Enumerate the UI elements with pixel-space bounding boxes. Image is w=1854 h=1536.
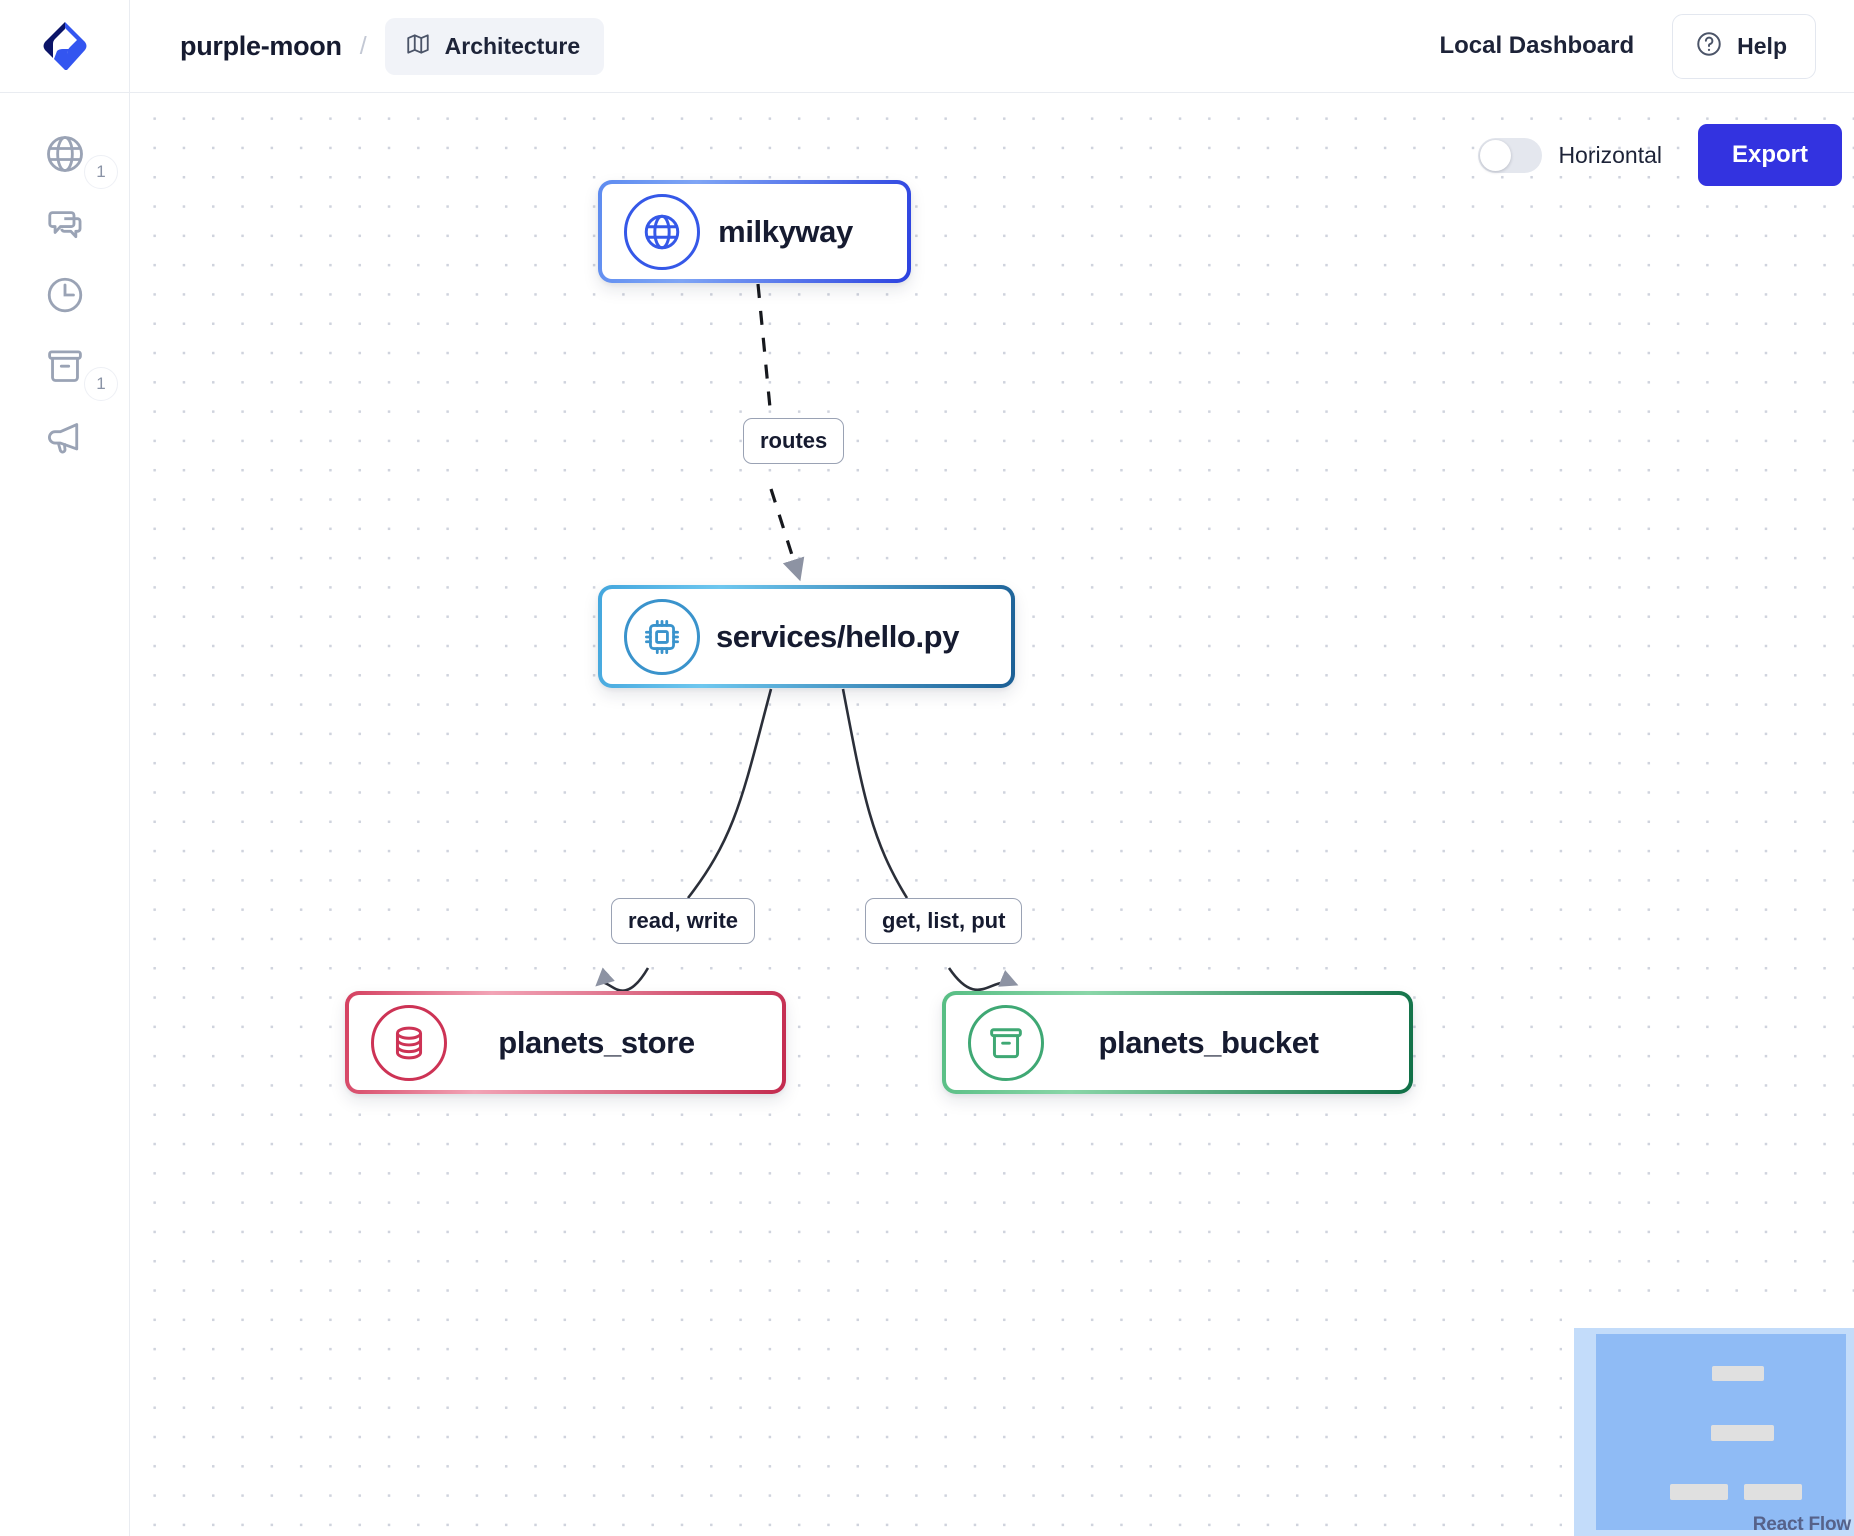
chat-icon xyxy=(43,202,87,251)
sidebar-badge-storage: 1 xyxy=(84,367,118,401)
node-planets-bucket-label: planets_bucket xyxy=(1098,1024,1319,1060)
minimap-viewport[interactable] xyxy=(1596,1334,1846,1530)
toggle-knob xyxy=(1480,139,1512,171)
node-planets-store-label: planets_store xyxy=(498,1024,695,1060)
node-planets-bucket[interactable]: planets_bucket xyxy=(942,991,1413,1094)
tab-architecture-label: Architecture xyxy=(444,32,581,59)
minimap-node xyxy=(1744,1484,1802,1500)
edge-label-routes[interactable]: routes xyxy=(743,418,845,464)
bucket-icon xyxy=(968,1004,1044,1081)
top-bar-actions: Local Dashboard Help xyxy=(1439,13,1854,79)
layout-direction-toggle[interactable] xyxy=(1478,137,1543,173)
sidebar-item-chat[interactable] xyxy=(0,197,130,255)
minimap-node xyxy=(1712,1366,1764,1381)
edge-layer xyxy=(131,283,1854,1536)
question-circle-icon xyxy=(1695,30,1723,63)
sidebar-item-storage[interactable]: 1 xyxy=(0,339,130,401)
sidebar-item-globe[interactable]: 1 xyxy=(0,127,130,189)
brand-logo[interactable] xyxy=(0,0,130,93)
chip-icon xyxy=(624,598,700,675)
minimap-node xyxy=(1711,1425,1774,1441)
megaphone-icon xyxy=(43,415,87,464)
local-dashboard-link[interactable]: Local Dashboard xyxy=(1439,32,1635,59)
database-icon xyxy=(371,1004,447,1081)
sidebar: 1 xyxy=(0,93,130,1536)
bucket-icon xyxy=(43,344,87,393)
edge-hello-store xyxy=(598,688,773,991)
edge-hello-bucket xyxy=(841,688,1015,990)
node-milkyway[interactable]: milkyway xyxy=(598,180,911,283)
map-icon xyxy=(405,31,431,62)
canvas-controls: Horizontal Export xyxy=(1478,124,1842,186)
export-button[interactable]: Export xyxy=(1697,124,1842,186)
globe-icon xyxy=(624,193,700,270)
minimap[interactable] xyxy=(1562,1318,1854,1536)
help-button[interactable]: Help xyxy=(1672,13,1816,79)
clock-icon xyxy=(43,273,87,322)
breadcrumb: purple-moon / Architecture xyxy=(180,17,605,75)
brand-logo-icon xyxy=(43,22,86,70)
edge-label-read-write[interactable]: read, write xyxy=(611,898,756,944)
minimap-node xyxy=(1670,1484,1728,1500)
node-planets-store[interactable]: planets_store xyxy=(345,991,786,1094)
architecture-canvas[interactable]: milkyway services/hello.py xyxy=(131,94,1854,1536)
globe-icon xyxy=(43,132,87,181)
sidebar-badge-globe: 1 xyxy=(84,155,118,189)
node-milkyway-label: milkyway xyxy=(718,213,853,249)
tab-architecture[interactable]: Architecture xyxy=(384,17,605,75)
sidebar-item-history[interactable] xyxy=(0,268,130,326)
edge-milkyway-hello xyxy=(756,283,799,577)
edge-label-get-list-put[interactable]: get, list, put xyxy=(865,898,1023,944)
node-hello-py[interactable]: services/hello.py xyxy=(598,585,1015,688)
project-name[interactable]: purple-moon xyxy=(180,30,342,61)
sidebar-item-announcements[interactable] xyxy=(0,410,130,468)
reactflow-attribution[interactable]: React Flow xyxy=(1752,1514,1852,1535)
top-bar: purple-moon / Architecture Local Dashboa… xyxy=(0,0,1854,93)
breadcrumb-separator: / xyxy=(359,31,367,60)
help-label: Help xyxy=(1737,32,1787,59)
layout-direction-label: Horizontal xyxy=(1558,141,1662,168)
node-hello-py-label: services/hello.py xyxy=(715,618,960,654)
